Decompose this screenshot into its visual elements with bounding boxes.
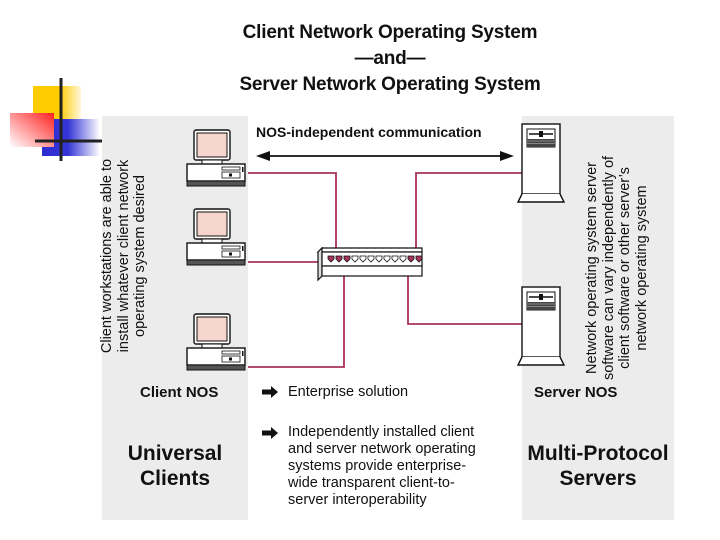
client-description: Client workstations are able to install … bbox=[99, 136, 151, 376]
hub-port bbox=[343, 255, 351, 263]
server-description-line: software can vary independently of bbox=[600, 155, 617, 381]
server-description: Network operating system server software… bbox=[584, 138, 652, 398]
server-description-line: network operating system bbox=[633, 185, 650, 351]
client-heading: Universal Clients bbox=[102, 441, 248, 491]
client-workstation-2 bbox=[186, 208, 246, 266]
bullet-text: wide transparent client-to- bbox=[288, 475, 455, 491]
hub-icon bbox=[316, 246, 423, 282]
client-nos-label: Client NOS bbox=[140, 384, 219, 401]
bullet-text: Independently installed client bbox=[288, 424, 475, 440]
client-description-line: install whatever client network bbox=[115, 159, 132, 353]
bullet-text: and server network operating bbox=[288, 441, 476, 457]
hub-port bbox=[375, 255, 383, 263]
server-heading-line: Servers bbox=[559, 467, 637, 490]
hub-port bbox=[383, 255, 391, 263]
diagram-title: Client Network Operating System —and— Se… bbox=[180, 20, 600, 98]
hub-port bbox=[399, 255, 407, 263]
double-arrow-icon bbox=[256, 151, 514, 161]
hub-port bbox=[415, 255, 423, 263]
wire-server-1 bbox=[415, 172, 522, 262]
bullet-interoperability: Independently installed client and serve… bbox=[262, 424, 476, 509]
hub-port bbox=[359, 255, 367, 263]
communication-label: NOS-independent communication bbox=[256, 124, 482, 140]
hub-port bbox=[335, 255, 343, 263]
title-line-2: —and— bbox=[354, 48, 426, 69]
title-line-1: Client Network Operating System bbox=[242, 22, 538, 43]
wire-server-2 bbox=[407, 268, 522, 325]
server-heading-line: Multi-Protocol bbox=[527, 442, 669, 465]
hub-port bbox=[407, 255, 415, 263]
hub-port bbox=[351, 255, 359, 263]
network-wires bbox=[248, 172, 522, 368]
client-description-line: Client workstations are able to bbox=[99, 158, 115, 354]
bullet-enterprise: Enterprise solution bbox=[262, 384, 408, 401]
hub-port bbox=[367, 255, 375, 263]
server-1 bbox=[517, 123, 565, 203]
slide-decoration bbox=[10, 78, 102, 161]
hub-port bbox=[391, 255, 399, 263]
wire-client-1 bbox=[248, 172, 337, 262]
client-workstation-3 bbox=[186, 313, 246, 371]
client-workstation-1 bbox=[186, 129, 246, 187]
bullet-text: systems provide enterprise- bbox=[288, 458, 467, 474]
bullet-text: Enterprise solution bbox=[288, 384, 409, 400]
wire-client-3 bbox=[248, 268, 345, 368]
client-heading-line: Universal bbox=[127, 442, 223, 465]
server-heading: Multi-Protocol Servers bbox=[522, 441, 674, 491]
hub-port bbox=[327, 255, 335, 263]
server-description-line: Network operating system server bbox=[584, 162, 600, 374]
client-description-line: operating system desired bbox=[132, 175, 148, 337]
server-nos-label: Server NOS bbox=[534, 384, 618, 401]
client-heading-line: Clients bbox=[139, 467, 210, 490]
server-2 bbox=[517, 286, 565, 366]
title-line-3: Server Network Operating System bbox=[239, 74, 541, 95]
bullet-text: server interoperability bbox=[288, 492, 427, 508]
server-description-line: client software or other server’s bbox=[617, 167, 633, 369]
arrow-right-icon bbox=[262, 427, 278, 439]
arrow-right-icon bbox=[262, 386, 278, 398]
